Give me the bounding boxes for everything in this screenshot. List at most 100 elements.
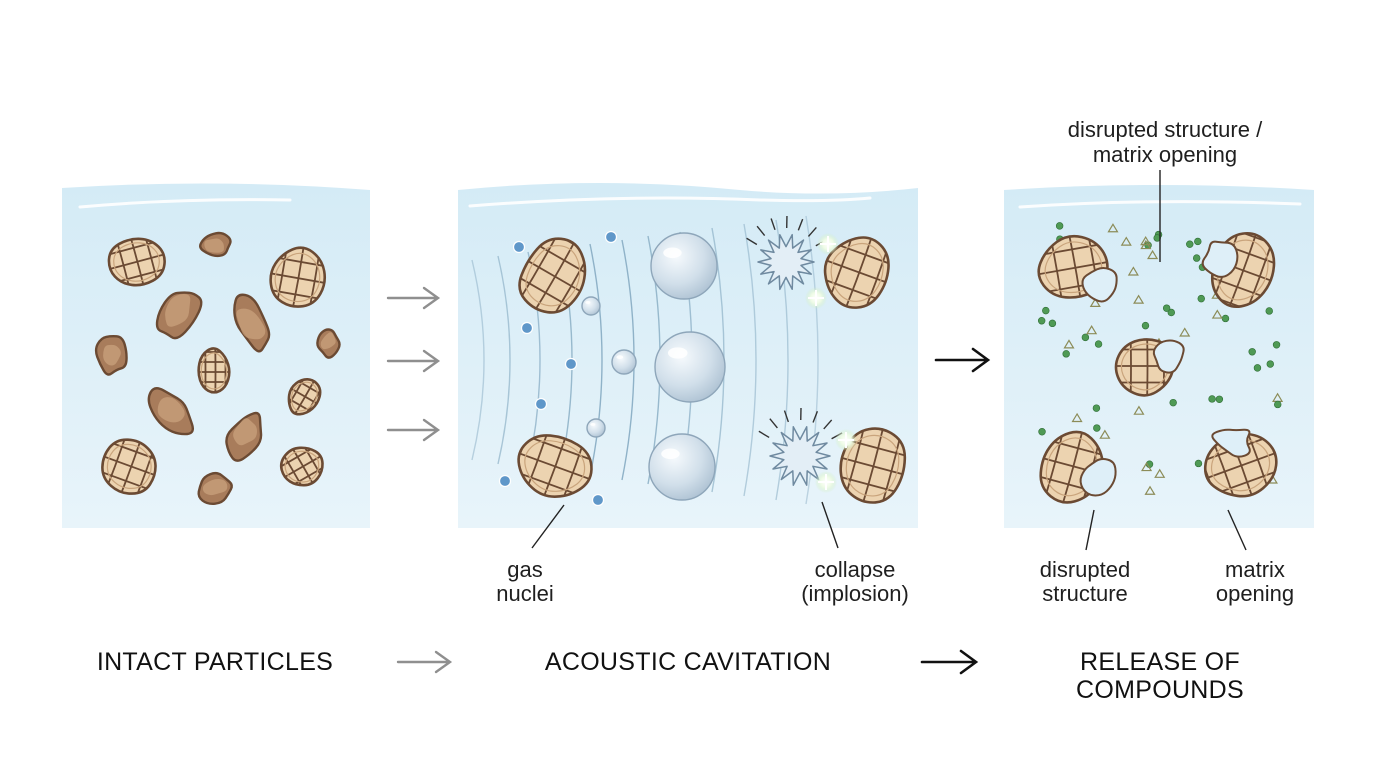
cell-wall (825, 268, 889, 308)
cavitation-cell-particle-inner (830, 242, 884, 302)
compound-dot (1194, 237, 1202, 246)
cell-wall (825, 250, 889, 294)
compound-triangle (1063, 339, 1075, 349)
burst-ray (758, 430, 770, 439)
cell-wall (108, 259, 165, 286)
stage-title-cavitation: ACOUSTIC CAVITATION (544, 648, 832, 676)
compound-dot (1192, 254, 1201, 262)
gas-nuclei-group (498, 230, 618, 507)
compound-triangle (1099, 429, 1111, 439)
compound-dot (1265, 307, 1273, 315)
compound-triangle (1154, 468, 1166, 478)
compound-triangle (1179, 327, 1191, 337)
cell-wall (840, 449, 905, 483)
intact-cell-particle-inner (200, 352, 228, 390)
cell-wall (518, 462, 592, 497)
cavitation-bubble (586, 418, 606, 438)
collapse-group (746, 215, 857, 493)
compound-triangle (1211, 309, 1223, 319)
collapse-burst (769, 426, 831, 486)
compound-triangle (1127, 266, 1139, 276)
compound-dot (1221, 314, 1230, 323)
cell-wall (539, 238, 585, 313)
compound-triangle (1141, 461, 1153, 472)
burst-ray (756, 225, 766, 236)
cell-wall (1081, 236, 1104, 298)
cell-wall (288, 379, 321, 415)
stage-title-intact: INTACT PARTICLES (96, 648, 334, 676)
intact-cell-particle-inner (106, 443, 152, 490)
compound-dot (1042, 306, 1050, 315)
label-matrix-top: matrix opening (1092, 142, 1238, 167)
cell-wall (1212, 233, 1275, 259)
compound-triangle (1140, 235, 1152, 246)
bubble-glint (663, 247, 682, 259)
cell-wall (281, 447, 323, 486)
compound-dot (1215, 395, 1224, 403)
label-gas: gas (507, 557, 543, 582)
cell-wall (1212, 281, 1275, 307)
cavitation-bubble (654, 331, 726, 403)
compound-dot (1062, 350, 1070, 358)
water-surface-line (78, 198, 292, 209)
cell-wall (270, 266, 325, 290)
intact-particle-group (94, 231, 341, 506)
compound-triangle (1071, 412, 1083, 423)
burst-ray (746, 237, 758, 246)
label-collapse: collapse (814, 557, 896, 582)
acoustic-wave-line (471, 259, 485, 461)
acoustic-wave-line (743, 223, 757, 497)
panel-intact (62, 183, 370, 529)
cell-wall (1237, 233, 1275, 307)
broken-particle-breach (1081, 266, 1118, 303)
intact-cell-particle-outline (279, 446, 324, 487)
intact-cell-particle-outline (107, 237, 166, 287)
intact-cell-particle-inner (113, 242, 160, 282)
label-disrupted: disrupted (1039, 557, 1131, 582)
arrow-right-icon (934, 347, 991, 373)
compound-dot (1048, 319, 1057, 328)
cell-wall (270, 282, 325, 306)
bubble-glint (667, 347, 688, 359)
cell-wall (1040, 467, 1103, 501)
stage-title-release-2: COMPOUNDS (1076, 676, 1244, 704)
leader-line-matrix (1227, 509, 1247, 551)
broken-particle (1201, 231, 1276, 308)
gas-nucleus (534, 397, 548, 411)
intact-rock-particle-highlight (320, 332, 336, 350)
intact-rock-particle-highlight (236, 308, 266, 340)
cell-wall (102, 439, 156, 473)
broken-particle-group (1037, 231, 1278, 504)
intact-cell-particle-outline (197, 347, 231, 394)
compound-triangle (1147, 249, 1159, 260)
burst-ray (770, 218, 776, 231)
broken-particle-breach (1152, 339, 1185, 374)
broken-particle (1037, 234, 1118, 303)
compound-dot (1266, 360, 1274, 368)
compound-dot (1197, 294, 1205, 303)
intact-rock-particle-highlight (233, 418, 257, 446)
intact-cell-particle-outline (287, 377, 322, 416)
cell-wall (288, 379, 321, 415)
arrow-right-icon (396, 650, 453, 674)
gas-nucleus (604, 230, 618, 244)
water-surface-line (468, 196, 872, 208)
compound-dot (1055, 222, 1064, 230)
burst-ray (769, 418, 778, 429)
cavitation-cell-particle-inner (524, 440, 586, 492)
cavitation-cell-particle-outline (839, 427, 907, 504)
cell-wall (288, 379, 321, 415)
burst-ray (783, 410, 790, 423)
bubble-glint (661, 448, 680, 460)
label-matrix: matrix (1225, 557, 1285, 582)
spark-star (820, 236, 836, 252)
compound-dot (1253, 364, 1262, 372)
cell-wall (1040, 449, 1103, 483)
cell-wall (550, 435, 592, 497)
cavitation-bubble (611, 349, 637, 375)
burst-ray (823, 419, 833, 430)
cell-wall (1038, 275, 1108, 298)
cell-wall (518, 444, 592, 488)
compound-dot (1081, 333, 1090, 342)
panel-release (1004, 170, 1314, 551)
